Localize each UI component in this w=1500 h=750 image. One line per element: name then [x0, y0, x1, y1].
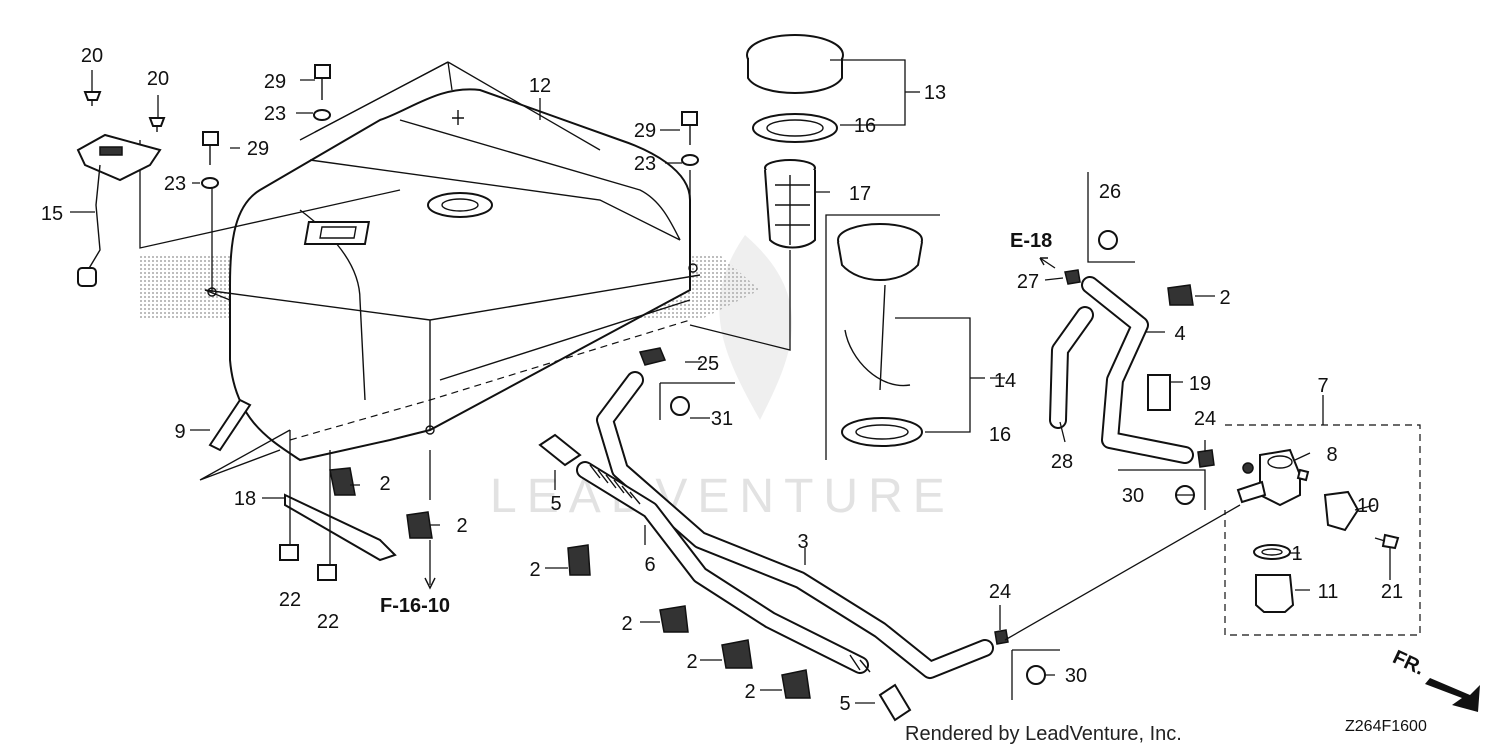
callout-c24b: 24 — [989, 581, 1011, 603]
reference-e18: E-18 — [1010, 230, 1052, 252]
callout-c8: 8 — [1326, 444, 1337, 466]
callout-c20b: 20 — [147, 68, 169, 90]
callout-c2e: 2 — [686, 651, 697, 673]
callout-c12: 12 — [529, 75, 551, 97]
callout-c22b: 22 — [317, 611, 339, 633]
bolt-middle — [201, 131, 219, 189]
callout-c29b: 29 — [247, 138, 269, 160]
callout-c29c: 29 — [634, 120, 656, 142]
callout-c18: 18 — [234, 488, 256, 510]
callout-c20a: 20 — [81, 45, 103, 67]
callout-c5a: 5 — [550, 493, 561, 515]
bolt-left — [313, 64, 331, 121]
callout-c30b: 30 — [1122, 485, 1144, 507]
callout-c19: 19 — [1189, 373, 1211, 395]
callout-c31: 31 — [711, 408, 733, 430]
callout-c29a: 29 — [264, 71, 286, 93]
callout-c10: 10 — [1357, 495, 1379, 517]
callout-c5b: 5 — [839, 693, 850, 715]
callout-c2f: 2 — [744, 681, 755, 703]
callout-c2d: 2 — [621, 613, 632, 635]
watermark-text: LEADVENTURE — [490, 470, 955, 523]
callout-c3: 3 — [797, 531, 808, 553]
tether-cap — [837, 223, 923, 447]
reference-f1610: F-16-10 — [380, 595, 450, 617]
callout-c14: 14 — [994, 370, 1016, 392]
callout-c17: 17 — [849, 183, 871, 205]
callout-c2c: 2 — [529, 559, 540, 581]
callout-c7: 7 — [1317, 375, 1328, 397]
fuel-hose-upper — [1081, 276, 1194, 464]
fuel-tank — [204, 88, 701, 462]
front-direction-label: FR. — [1389, 646, 1427, 680]
fuel-hose-28 — [1049, 306, 1094, 429]
callout-c23b: 23 — [164, 173, 186, 195]
callout-c27: 27 — [1017, 271, 1039, 293]
callout-c13: 13 — [924, 82, 946, 104]
callout-c11: 11 — [1318, 581, 1339, 603]
callout-c1: 1 — [1291, 543, 1302, 565]
bolt-right — [681, 111, 699, 166]
callout-c25: 25 — [697, 353, 719, 375]
callout-c26: 26 — [1099, 181, 1121, 203]
fuel-valve — [1236, 448, 1400, 613]
callout-c6: 6 — [644, 554, 655, 576]
callout-c30a: 30 — [1065, 665, 1087, 687]
front-direction-arrow — [1425, 678, 1480, 712]
callout-c23a: 23 — [264, 103, 286, 125]
callout-c24a: 24 — [1194, 408, 1216, 430]
callout-c4: 4 — [1174, 323, 1185, 345]
callout-c23c: 23 — [634, 153, 656, 175]
corrugated-hose — [576, 461, 871, 674]
callout-c16b: 16 — [989, 424, 1011, 446]
callout-c2a: 2 — [379, 473, 390, 495]
callout-c9: 9 — [174, 421, 185, 443]
credit-text: Rendered by LeadVenture, Inc. — [905, 723, 1182, 745]
callout-c21: 21 — [1381, 581, 1403, 603]
filler-cap-assembly — [746, 34, 844, 249]
callout-c15: 15 — [41, 203, 63, 225]
fuel-hose-long — [596, 371, 994, 679]
diagram-code: Z264F1600 — [1345, 718, 1427, 735]
callout-c22a: 22 — [279, 589, 301, 611]
callout-c2g: 2 — [1219, 287, 1230, 309]
watermark-flame-icon — [719, 235, 793, 420]
callout-c16a: 16 — [854, 115, 876, 137]
fuel-gauge-sender — [76, 133, 162, 287]
callout-c2b: 2 — [456, 515, 467, 537]
callout-c28: 28 — [1051, 451, 1073, 473]
